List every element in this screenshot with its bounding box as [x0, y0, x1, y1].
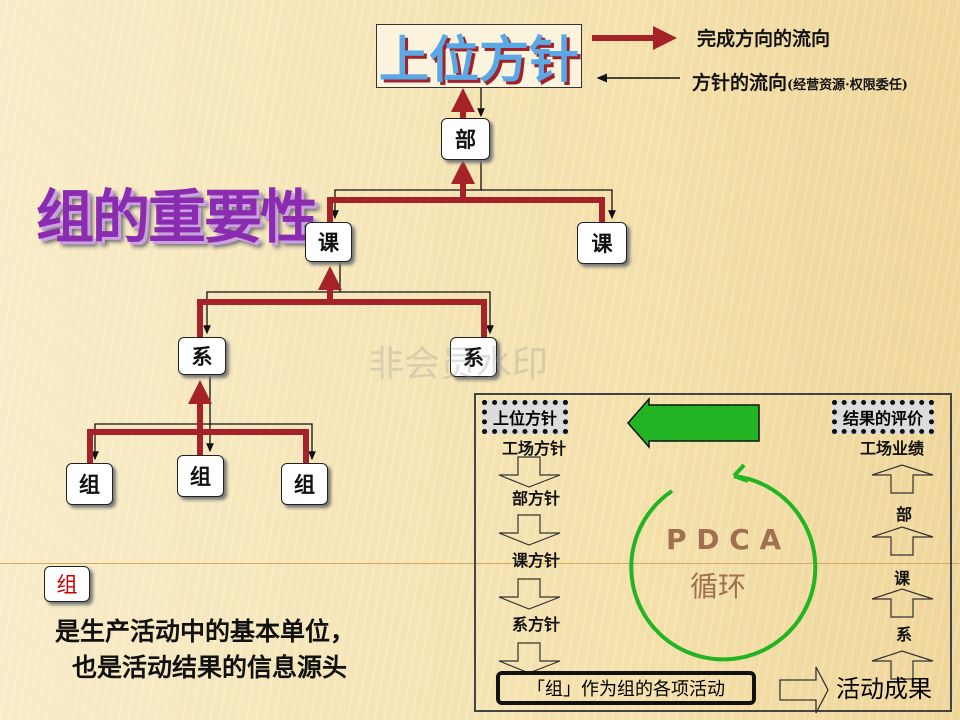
green-left-arrow-icon [627, 397, 760, 449]
legend-note: (经营资源·权限委任) [787, 78, 908, 93]
pdca-panel: 上位方针 结果的评价 工场方针 部方针 课方针 系方针 工场业绩 部 课 系 P… [474, 393, 952, 714]
node-zu: 组 [281, 463, 328, 505]
subsection-results: 系 [896, 625, 913, 644]
up-arrow-icons [871, 464, 934, 680]
node-zu: 组 [66, 463, 113, 505]
legend-black-arrow-label: 方针的流向 [692, 72, 788, 94]
group-activity-box: 「组」作为组的各项活动 [496, 671, 756, 705]
pdca-label: P D C A [666, 523, 782, 556]
page-title: 组的重要性 [36, 183, 318, 251]
result-evaluation-label: 结果的评价 [832, 400, 935, 434]
node-xi: 系 [450, 337, 497, 377]
dept-results: 部 [896, 505, 913, 524]
factory-policy: 工场方针 [502, 439, 567, 458]
cycle-label: 循环 [690, 570, 747, 603]
upper-policy-label: 上位方针 [482, 400, 569, 434]
orange-rule [0, 563, 960, 564]
pdca-cycle-icon [629, 474, 818, 662]
definition-line1: 是生产活动中的基本单位， [55, 617, 356, 646]
top-policy-box: 上位方针 [376, 24, 582, 89]
section-results: 课 [894, 569, 911, 588]
legend-red-arrow-label: 完成方向的流向 [697, 28, 831, 50]
activity-result: 活动成果 [836, 675, 932, 703]
pdca-graphics [498, 397, 934, 714]
node-ke: 课 [577, 222, 627, 264]
node-ke: 课 [305, 222, 352, 262]
right-arrow-icon [779, 666, 829, 714]
subsection-policy: 系方针 [512, 615, 561, 634]
node-bu: 部 [441, 118, 490, 160]
node-xi: 系 [178, 337, 226, 375]
watermark: 非会员水印 [368, 344, 549, 385]
factory-results: 工场业绩 [860, 439, 925, 458]
dept-policy: 部方针 [512, 489, 561, 508]
down-arrow-icons [498, 456, 561, 674]
node-zu: 组 [177, 455, 224, 497]
section-policy: 课方针 [512, 551, 561, 570]
term-box: 组 [44, 566, 90, 602]
definition-line2: 也是活动结果的信息源头 [72, 653, 348, 682]
